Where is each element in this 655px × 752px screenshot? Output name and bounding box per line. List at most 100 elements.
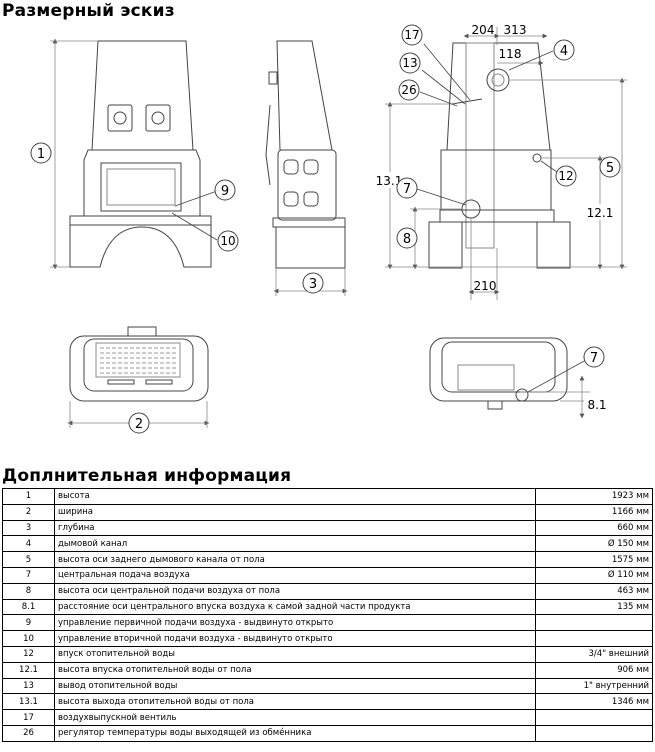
row-number: 8 [2,582,55,600]
callout-7-label: 7 [403,182,411,197]
top-view-rear [429,337,568,410]
row-description: центральная подача воздуха [54,566,536,584]
side-view [265,40,346,269]
callout-1-label: 1 [37,147,45,162]
row-description: расстояние оси центрального впуска возду… [54,598,536,616]
row-value [535,709,653,726]
callout-2-label: 2 [135,417,143,432]
callout-13: 13 [399,52,421,74]
row-value: 135 мм [535,598,653,616]
info-title: Доплнительная информация [2,466,292,486]
row-value: 3/4" внешний [535,645,653,663]
row-number: 26 [2,724,55,742]
row-description: высота впуска отопительной воды от пола [54,661,536,679]
row-number: 4 [2,535,55,553]
row-value [535,630,653,647]
dimension-118: 118 [499,47,522,61]
row-value: 1575 мм [535,551,653,568]
top-front-dimensions [69,401,208,428]
row-description: дымовой канал [54,535,536,553]
callout-26: 26 [398,79,420,101]
dimension-204: 204 [472,23,495,37]
row-value: 1" внутренний [535,677,653,695]
row-description: высота [54,488,536,505]
callout-26-label: 26 [401,83,416,97]
front-view [69,40,212,268]
row-number: 13.1 [2,693,55,711]
row-description: впуск отопительной воды [54,645,536,663]
row-description: воздухвыпускной вентиль [54,709,536,726]
row-value: Ø 150 мм [535,535,653,553]
callout-8-label: 8 [403,232,411,247]
row-description: управление первичной подачи воздуха - вы… [54,614,536,632]
row-value [535,724,653,742]
row-value: 463 мм [535,582,653,600]
row-number: 12.1 [2,661,55,679]
sketch-title: Размерный эскиз [2,1,175,21]
callout-5-label: 5 [606,161,614,176]
callout-13-label: 13 [402,56,417,70]
callout-7: 7 [396,177,418,199]
row-number: 2 [2,503,55,521]
callout-3: 3 [302,272,324,294]
row-value: 1346 мм [535,693,653,711]
dimension-drawing: 1 9 10 3 [30,23,627,434]
row-value: 1166 мм [535,503,653,521]
row-value: 906 мм [535,661,653,679]
callout-9: 9 [214,179,236,201]
callout-12-1-label: 12.1 [587,206,614,220]
callout-17-label: 17 [404,28,419,42]
top-rear-dimensions [520,359,590,419]
callout-12-label: 12 [558,169,573,183]
callout-10-label: 10 [220,234,235,248]
row-description: высота оси заднего дымового канала от по… [54,551,536,568]
dim-118-label: 118 [499,47,522,61]
rear-dimensions [385,27,627,300]
callout-7-top: 7 [583,346,605,368]
dimension-313: 313 [504,23,527,37]
callout-2: 2 [128,412,150,434]
row-value [535,614,653,632]
row-number: 12 [2,645,55,663]
row-description: высота выхода отопительной воды от пола [54,693,536,711]
row-description: вывод отопительной воды [54,677,536,695]
row-description: глубина [54,519,536,537]
callout-17: 17 [401,24,423,46]
callout-13-1: 13.1 [374,172,404,188]
rear-view [428,42,571,269]
callout-5: 5 [599,156,621,178]
row-number: 1 [2,488,55,505]
callout-12-1: 12.1 [586,204,614,220]
callout-8-1: 8.1 [584,396,610,412]
row-number: 9 [2,614,55,632]
callout-13-1-label: 13.1 [376,174,403,188]
row-number: 8.1 [2,598,55,616]
row-description: управление вторичной подачи воздуха - вы… [54,630,536,647]
row-number: 10 [2,630,55,647]
row-number: 7 [2,566,55,584]
dimension-210: 210 [474,279,497,293]
row-value: Ø 110 мм [535,566,653,584]
callout-9-label: 9 [221,184,229,199]
callout-4: 4 [553,39,575,61]
callout-8: 8 [396,227,418,249]
row-number: 13 [2,677,55,695]
callout-1: 1 [30,142,52,164]
callout-4-label: 4 [560,44,568,59]
callout-3-label: 3 [309,277,317,292]
top-view-front [69,326,209,402]
